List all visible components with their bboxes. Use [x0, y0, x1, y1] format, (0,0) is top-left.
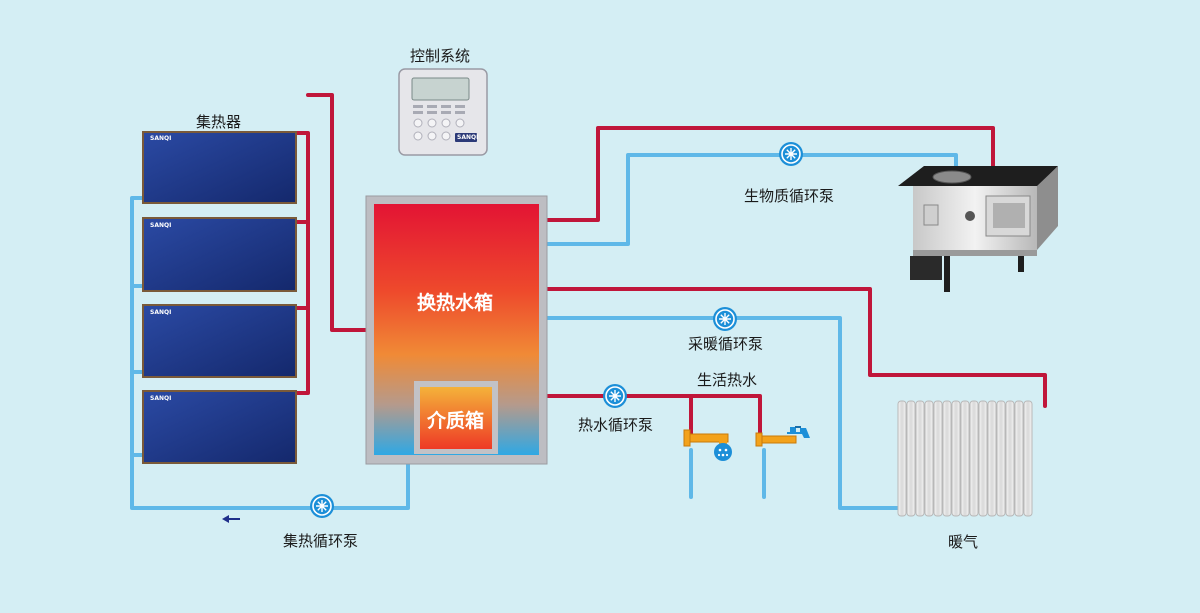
- collector-panel-1: [142, 131, 297, 204]
- radiator-icon: [897, 400, 1033, 517]
- collector-panel-3: [142, 304, 297, 378]
- heating-supply-pipe: [543, 287, 1047, 408]
- controller-brand: SANQI: [457, 134, 479, 141]
- heating-pump: [713, 307, 737, 331]
- controller-icon: [398, 68, 488, 156]
- heat-exchange-tank: [365, 195, 548, 465]
- cold-pipes: [130, 153, 958, 510]
- shower-icon: [683, 429, 732, 461]
- hot-water-pump-label: 热水循环泵: [578, 416, 654, 434]
- collector-pump-label: 集热循环泵: [283, 532, 359, 550]
- collector-supply-pipe: [294, 131, 310, 395]
- biomass-pump-label: 生物质循环泵: [744, 187, 835, 205]
- collector-brand-4: SANQI: [150, 395, 172, 402]
- hot-water-pump: [603, 384, 627, 408]
- medium-tank-label: 介质箱: [427, 410, 485, 432]
- collector-return-pipe: [130, 196, 410, 510]
- heating-return-pipe: [543, 316, 900, 510]
- collector-brand-1: SANQI: [150, 135, 172, 142]
- stove-icon: [898, 166, 1058, 292]
- collector-brand-2: SANQI: [150, 222, 172, 229]
- faucet-icon: [755, 426, 810, 447]
- collector-label: 集热器: [196, 113, 242, 131]
- domestic-hot-water-label: 生活热水: [697, 371, 758, 389]
- collector-to-tank-pipe: [306, 93, 370, 332]
- biomass-supply-pipe: [543, 126, 995, 222]
- heating-label: 暖气: [948, 533, 979, 551]
- hot-pipes: [294, 93, 1047, 440]
- heating-pump-label: 采暖循环泵: [688, 335, 764, 353]
- collector-pump: [310, 494, 334, 518]
- biomass-return-pipe: [543, 153, 958, 246]
- control-system-label: 控制系统: [410, 47, 471, 65]
- tank-label: 换热水箱: [417, 292, 494, 314]
- flow-arrow-icon: [222, 515, 240, 523]
- biomass-pump: [779, 142, 803, 166]
- collector-panel-2: [142, 217, 297, 292]
- collector-brand-3: SANQI: [150, 309, 172, 316]
- solar-collector: [142, 131, 297, 464]
- collector-panel-4: [142, 390, 297, 464]
